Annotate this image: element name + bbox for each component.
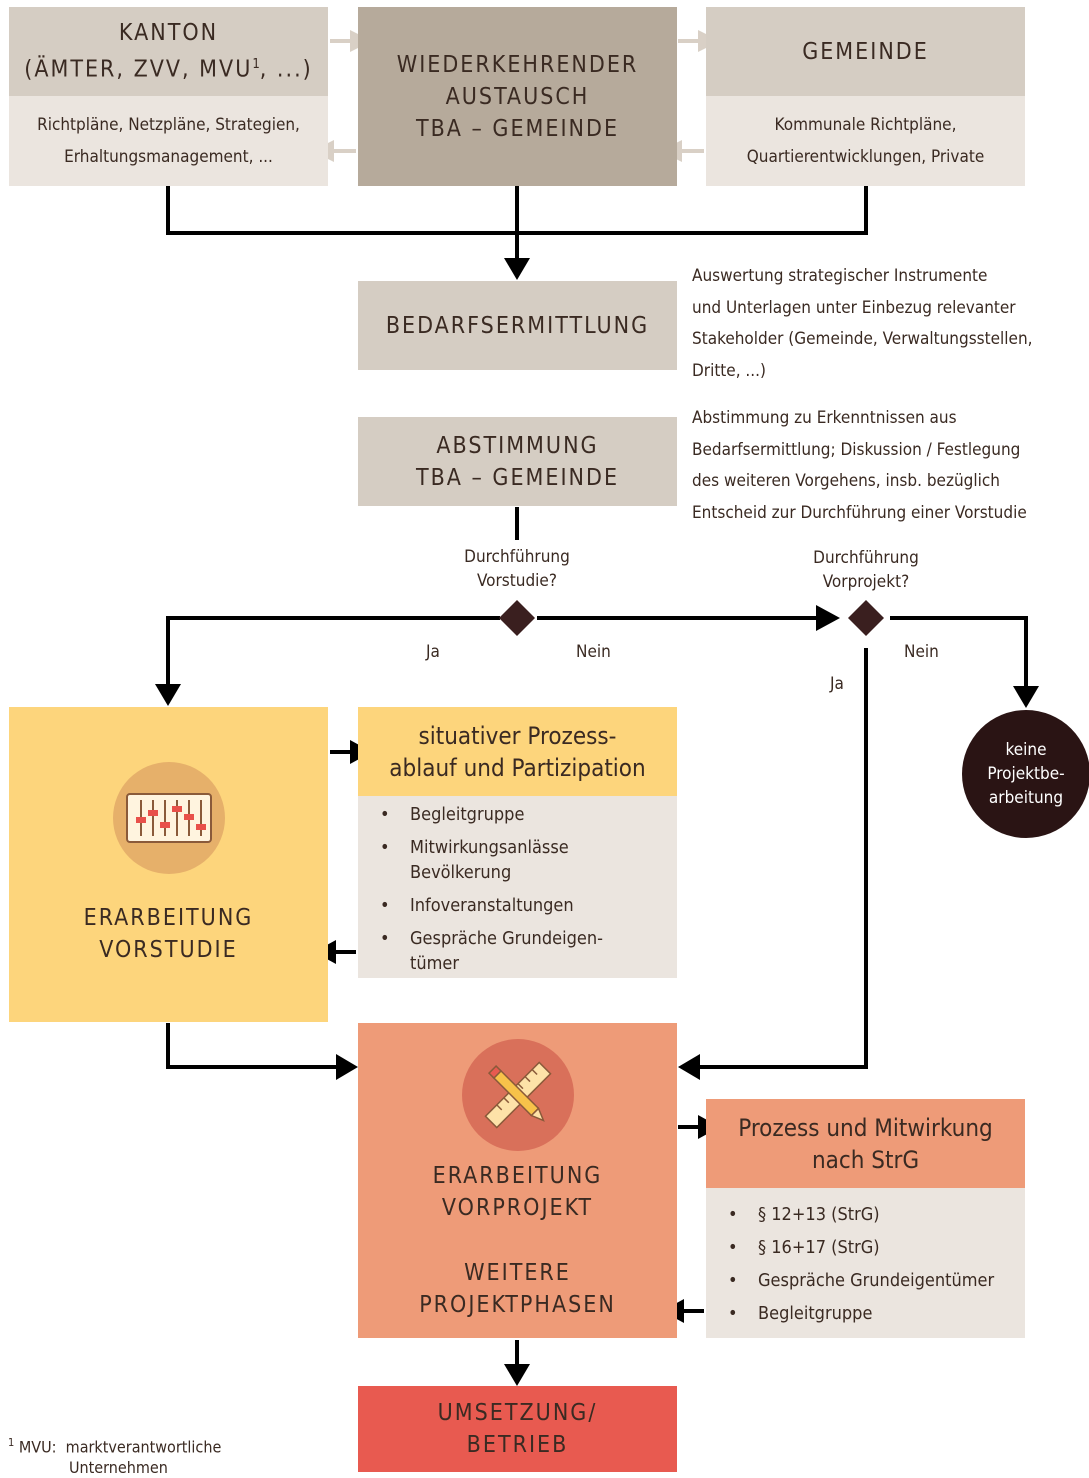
gemeinde-detail: Kommunale Richtpläne, Quartierentwicklun… bbox=[706, 96, 1025, 186]
decision-vorprojekt-no: Nein bbox=[904, 642, 939, 662]
prozess-list: § 12+13 (StrG) § 16+17 (StrG) Gespräche … bbox=[706, 1188, 1025, 1338]
situativ-list: Begleitgruppe MitwirkungsanlässeBevölker… bbox=[358, 796, 677, 978]
kanton-title: KANTON (ÄMTER, ZVV, MVU1, ...) bbox=[24, 20, 313, 83]
ruler-pencil-icon bbox=[462, 1039, 574, 1151]
bedarfsermittlung-box: BEDARFSERMITTLUNG bbox=[358, 281, 677, 370]
decision-vorprojekt-yes: Ja bbox=[830, 674, 844, 694]
list-item: § 12+13 (StrG) bbox=[706, 1198, 1025, 1231]
list-item: Begleitgruppe bbox=[358, 802, 677, 827]
sliders-icon bbox=[113, 762, 225, 874]
kanton-detail: Richtpläne, Netzpläne, Strategien, Erhal… bbox=[9, 96, 328, 186]
vorstudie-box: ERARBEITUNG VORSTUDIE bbox=[9, 707, 328, 1022]
list-item: Begleitgruppe bbox=[706, 1297, 1025, 1330]
footnote-mark: 1 bbox=[252, 57, 260, 73]
decision-vorstudie-label: Durchführung Vorstudie? bbox=[464, 547, 570, 591]
vorprojekt-box: ERARBEITUNG VORPROJEKT WEITERE PROJEKTPH… bbox=[358, 1023, 677, 1338]
keine-projektbearbeitung-node: keine Projektbe- arbeitung bbox=[962, 710, 1089, 838]
decision-diamond-vorprojekt bbox=[848, 600, 884, 636]
list-item: § 16+17 (StrG) bbox=[706, 1231, 1025, 1264]
list-item: Gespräche Grundeigentümer bbox=[706, 1264, 1025, 1297]
decision-vorstudie-yes: Ja bbox=[426, 642, 440, 662]
kanton-box: KANTON (ÄMTER, ZVV, MVU1, ...) bbox=[9, 7, 328, 96]
situativ-header: situativer Prozess- ablauf und Partizipa… bbox=[358, 707, 677, 796]
list-item: Gespräche Grundeigen-tümer bbox=[358, 926, 677, 976]
prozess-header: Prozess und Mitwirkung nach StrG bbox=[706, 1099, 1025, 1188]
decision-vorprojekt-label: Durchführung Vorprojekt? bbox=[813, 548, 919, 592]
bedarfsermittlung-note: Auswertung strategischer Instrumente und… bbox=[692, 266, 1033, 381]
umsetzung-box: UMSETZUNG/ BETRIEB bbox=[358, 1386, 677, 1472]
abstimmung-note: Abstimmung zu Erkenntnissen aus Bedarfse… bbox=[692, 408, 1027, 523]
weitere-projektphasen-title: WEITERE PROJEKTPHASEN bbox=[419, 1260, 616, 1318]
gemeinde-box: GEMEINDE bbox=[706, 7, 1025, 96]
abstimmung-box: ABSTIMMUNG TBA – GEMEINDE bbox=[358, 417, 677, 506]
vorstudie-title: ERARBEITUNG VORSTUDIE bbox=[83, 905, 254, 963]
footnote: 1 MVU: marktverantwortliche Unternehmen bbox=[8, 1436, 222, 1478]
black-connectors bbox=[166, 186, 1028, 1368]
decision-diamond-vorstudie bbox=[499, 600, 535, 636]
vorprojekt-title: ERARBEITUNG VORPROJEKT bbox=[432, 1163, 603, 1221]
austausch-box: WIEDERKEHRENDER AUSTAUSCH TBA – GEMEINDE bbox=[358, 7, 677, 186]
decision-vorstudie-no: Nein bbox=[576, 642, 611, 662]
list-item: Infoveranstaltungen bbox=[358, 893, 677, 918]
